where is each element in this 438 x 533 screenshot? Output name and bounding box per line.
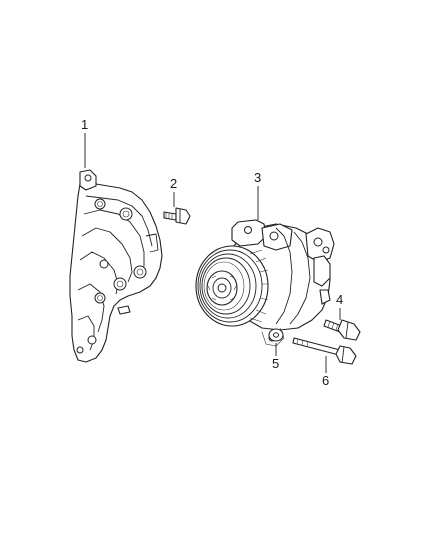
callout-label: 2 <box>170 176 177 191</box>
callout-3: 3 <box>254 170 261 220</box>
callout-1: 1 <box>81 117 88 168</box>
washer <box>268 328 284 342</box>
bolt-right <box>323 319 361 341</box>
callout-label: 6 <box>322 373 329 388</box>
callout-label: 5 <box>272 356 279 371</box>
callout-label: 4 <box>336 292 343 307</box>
callout-2: 2 <box>170 176 177 207</box>
callout-label: 3 <box>254 170 261 185</box>
callout-4: 4 <box>336 292 343 320</box>
stud-long <box>292 337 357 365</box>
ac-compressor <box>195 219 335 347</box>
callout-5: 5 <box>272 343 279 371</box>
callout-label: 1 <box>81 117 88 132</box>
bolt-short <box>163 207 191 225</box>
callout-6: 6 <box>322 356 329 388</box>
mounting-bracket <box>69 169 163 363</box>
